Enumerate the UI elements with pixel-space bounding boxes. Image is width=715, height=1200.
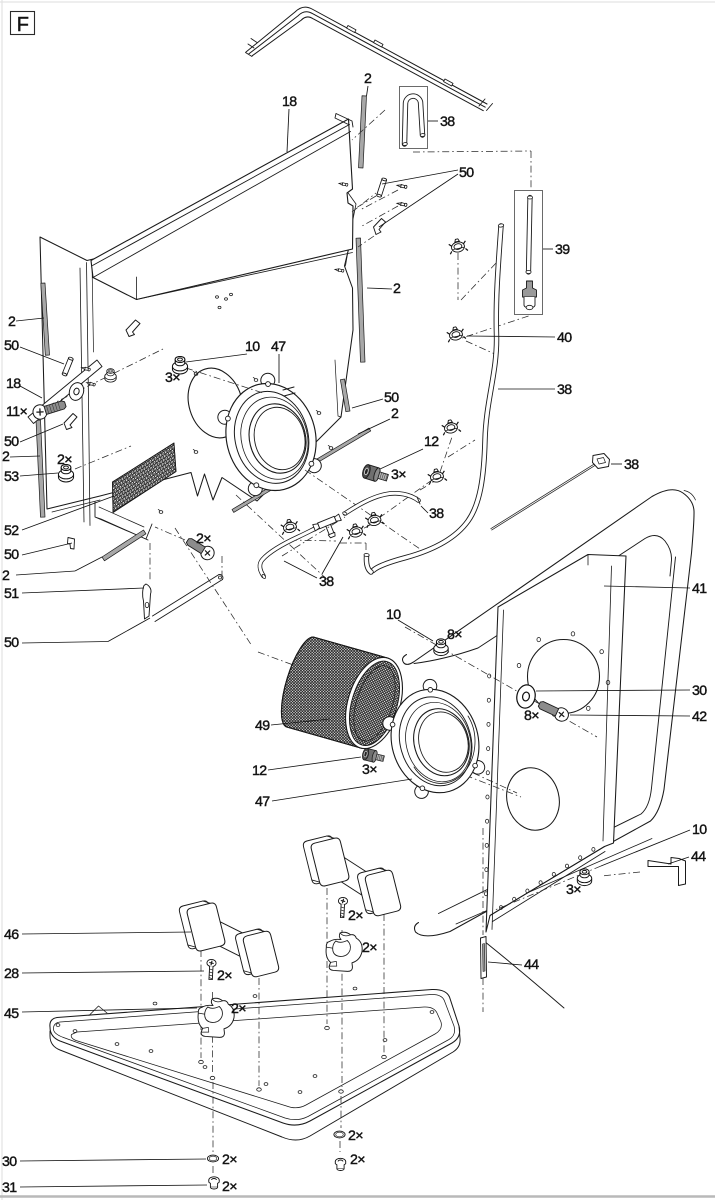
svg-text:50: 50: [384, 390, 399, 406]
svg-text:2: 2: [2, 449, 10, 465]
svg-text:10: 10: [386, 607, 401, 623]
svg-text:18: 18: [282, 94, 297, 110]
svg-text:50: 50: [4, 547, 19, 563]
svg-text:30: 30: [692, 683, 707, 699]
svg-text:28: 28: [4, 966, 19, 982]
svg-text:8×: 8×: [447, 627, 462, 643]
svg-text:3×: 3×: [362, 762, 377, 778]
svg-text:2: 2: [2, 568, 10, 584]
svg-text:2: 2: [393, 281, 401, 297]
svg-text:2×: 2×: [362, 940, 377, 956]
svg-text:45: 45: [4, 1006, 19, 1022]
svg-text:2×: 2×: [57, 452, 72, 468]
svg-text:10: 10: [245, 339, 260, 355]
svg-text:2×: 2×: [348, 1128, 363, 1144]
svg-text:41: 41: [692, 581, 707, 597]
svg-text:53: 53: [4, 469, 19, 485]
svg-text:42: 42: [692, 709, 707, 725]
svg-text:38: 38: [429, 506, 444, 522]
svg-text:2×: 2×: [350, 1152, 365, 1168]
svg-text:38: 38: [440, 114, 455, 130]
svg-text:3×: 3×: [566, 882, 581, 898]
svg-text:50: 50: [4, 338, 19, 354]
svg-text:F: F: [17, 14, 29, 36]
svg-text:50: 50: [4, 434, 19, 450]
svg-text:2×: 2×: [222, 1179, 237, 1195]
svg-text:44: 44: [524, 957, 539, 973]
svg-text:49: 49: [255, 718, 270, 734]
svg-text:12: 12: [424, 434, 439, 450]
svg-text:38: 38: [557, 382, 572, 398]
svg-text:12: 12: [252, 763, 267, 779]
svg-text:2×: 2×: [348, 908, 363, 924]
svg-text:2×: 2×: [196, 531, 211, 547]
svg-text:46: 46: [4, 927, 19, 943]
svg-text:44: 44: [691, 849, 706, 865]
svg-text:2×: 2×: [217, 968, 232, 984]
svg-text:3×: 3×: [165, 370, 180, 386]
svg-text:51: 51: [4, 586, 19, 602]
svg-text:39: 39: [555, 242, 570, 258]
svg-text:2×: 2×: [231, 1001, 246, 1017]
svg-text:50: 50: [4, 635, 19, 651]
svg-text:52: 52: [4, 523, 19, 539]
svg-text:10: 10: [692, 822, 707, 838]
svg-text:38: 38: [624, 457, 639, 473]
svg-text:40: 40: [557, 330, 572, 346]
svg-text:8×: 8×: [524, 708, 539, 724]
svg-text:11×: 11×: [6, 404, 28, 420]
svg-text:3×: 3×: [391, 467, 406, 483]
svg-text:47: 47: [271, 339, 286, 355]
svg-text:30: 30: [2, 1154, 17, 1170]
svg-text:2: 2: [391, 406, 399, 422]
svg-text:18: 18: [6, 376, 21, 392]
svg-text:2×: 2×: [222, 1152, 237, 1168]
svg-text:38: 38: [319, 574, 334, 590]
svg-text:2: 2: [8, 314, 16, 330]
svg-text:31: 31: [2, 1180, 17, 1196]
svg-text:50: 50: [459, 165, 474, 181]
svg-text:2: 2: [364, 71, 372, 87]
svg-text:47: 47: [255, 794, 270, 810]
